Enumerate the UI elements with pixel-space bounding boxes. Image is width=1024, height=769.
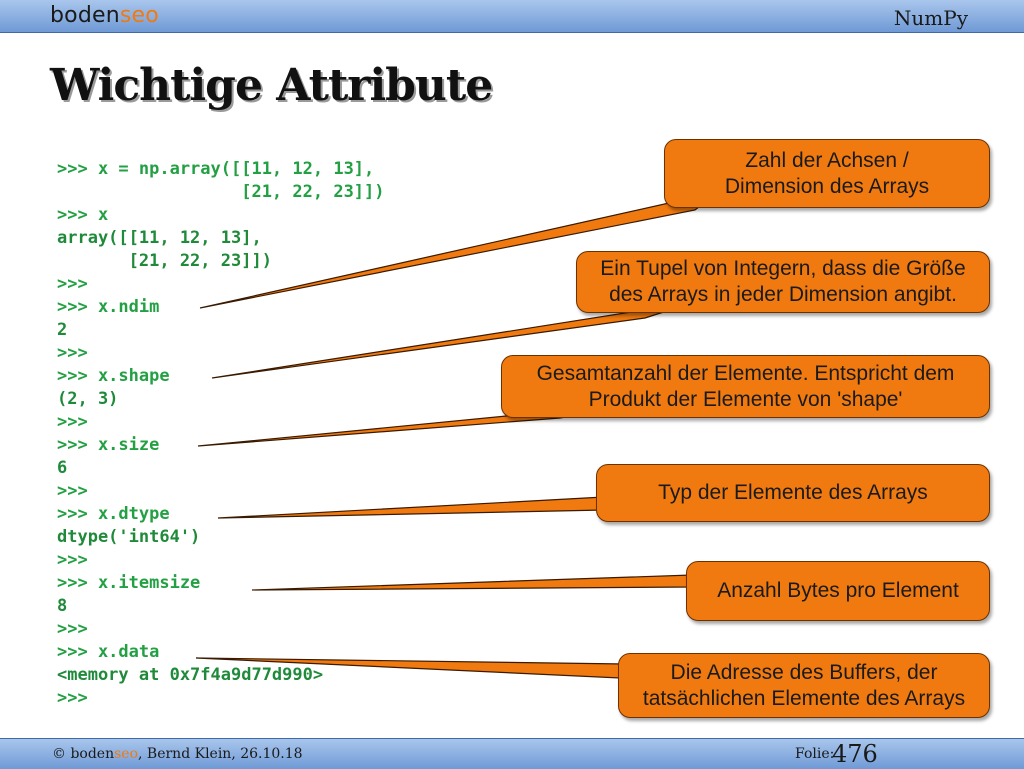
code-line: 6: [57, 458, 68, 478]
footer-brand-accent: seo: [114, 746, 139, 762]
code-line: >>> x.shape: [57, 366, 170, 386]
code-line: dtype('int64'): [57, 527, 201, 547]
callout-itemsize-line-1: Anzahl Bytes pro Element: [717, 579, 959, 602]
footer-bar: © bodenseo, Bernd Klein, 26.10.18 Folie:…: [0, 738, 1024, 769]
footer-author-date: , Bernd Klein, 26.10.18: [138, 746, 303, 762]
callout-shape: Ein Tupel von Integern, dass die Größe de…: [576, 251, 990, 313]
code-line: >>> x.size: [57, 435, 160, 455]
code-line: >>>: [57, 343, 88, 363]
slide-topic: NumPy: [893, 6, 968, 30]
code-listing: >>> x = np.array([[11, 12, 13], [21, 22,…: [57, 158, 385, 710]
code-line: [21, 22, 23]]): [57, 182, 385, 202]
code-line: 8: [57, 596, 68, 616]
code-line: >>>: [57, 481, 88, 501]
brand-accent: seo: [119, 3, 159, 28]
callout-size-line-1: Gesamtanzahl der Elemente. Entspricht de…: [536, 361, 955, 385]
code-line: (2, 3): [57, 389, 119, 409]
header-bar: bodenseo NumPy: [0, 0, 1024, 33]
code-line: >>>: [57, 412, 88, 432]
callout-ndim-line-1: Zahl der Achsen /: [745, 148, 909, 172]
callout-dtype: Typ der Elemente des Arrays: [596, 464, 990, 522]
callout-size: Gesamtanzahl der Elemente. Entspricht de…: [501, 355, 990, 418]
code-line: >>> x.data: [57, 642, 160, 662]
footer-folio-label: Folie:: [795, 746, 835, 762]
callout-dtype-line-1: Typ der Elemente des Arrays: [658, 481, 928, 504]
code-line: >>>: [57, 619, 88, 639]
code-line: >>> x: [57, 205, 109, 225]
code-line: 2: [57, 320, 68, 340]
callout-itemsize: Anzahl Bytes pro Element: [686, 561, 990, 621]
code-line: >>> x = np.array([[11, 12, 13],: [57, 159, 375, 179]
footer-brand-prefix: boden: [70, 746, 115, 762]
brand-prefix: boden: [50, 3, 120, 28]
callout-data-line-1: Die Adresse des Buffers, der: [670, 660, 938, 684]
leader-data: [195, 657, 626, 679]
code-line: >>>: [57, 274, 88, 294]
copyright-symbol: ©: [52, 746, 66, 762]
code-line: <memory at 0x7f4a9d77d990>: [57, 665, 324, 685]
slide-title: Wichtige Attribute: [50, 60, 493, 111]
code-line: >>> x.ndim: [57, 297, 160, 317]
code-line: array([[11, 12, 13],: [57, 228, 262, 248]
code-line: >>>: [57, 550, 88, 570]
callout-ndim-line-2: Dimension des Arrays: [724, 174, 930, 198]
callout-size-line-2: Produkt der Elemente von 'shape': [588, 387, 903, 411]
callout-data-line-2: tatsächlichen Elemente des Arrays: [642, 686, 966, 710]
brand-logo: bodenseo: [50, 3, 159, 28]
code-line: >>>: [57, 688, 88, 708]
footer-page-number: 476: [832, 740, 878, 768]
code-line: [21, 22, 23]]): [57, 251, 272, 271]
callout-shape-line-1: Ein Tupel von Integern, dass die Größe: [600, 257, 966, 280]
code-line: >>> x.dtype: [57, 504, 170, 524]
footer-copyright: © bodenseo, Bernd Klein, 26.10.18: [52, 746, 303, 762]
leader-itemsize: [251, 574, 693, 591]
code-line: >>> x.itemsize: [57, 573, 201, 593]
callout-shape-line-2: des Arrays in jeder Dimension angibt.: [609, 283, 957, 306]
callout-ndim: Zahl der Achsen /Dimension des Arrays: [664, 139, 990, 208]
leader-dtype: [217, 496, 605, 519]
